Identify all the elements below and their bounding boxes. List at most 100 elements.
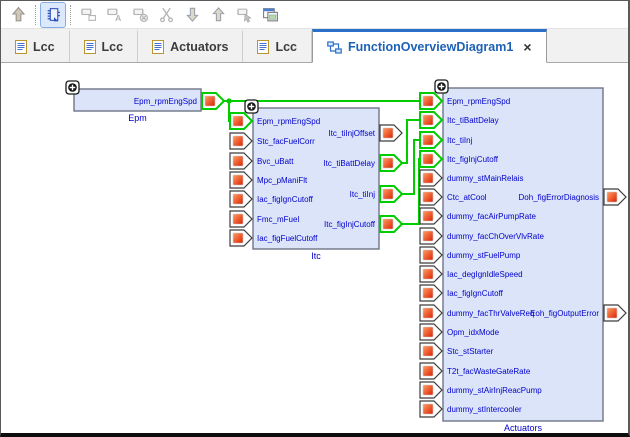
input-label: Mpc_pManiFlt bbox=[257, 176, 308, 185]
tab-lcc-0[interactable]: Lcc bbox=[1, 29, 70, 62]
document-icon bbox=[152, 40, 165, 54]
output-label: Itc_figInjCutoff bbox=[324, 220, 376, 229]
wire-junction bbox=[226, 98, 232, 104]
tab-actuators-2[interactable]: Actuators bbox=[138, 29, 244, 62]
output-label: Itc_tiInjOffset bbox=[328, 129, 375, 138]
output-label: Itc_tiInj bbox=[350, 190, 376, 199]
port-square bbox=[232, 232, 244, 244]
port-square bbox=[422, 345, 434, 357]
output-label: Epm_rpmEngSpd bbox=[134, 97, 197, 106]
port-square bbox=[606, 307, 618, 319]
port-square bbox=[422, 153, 434, 165]
cut-icon bbox=[154, 3, 178, 27]
document-icon bbox=[83, 40, 96, 54]
output-label: Doh_figErrorDiagnosis bbox=[519, 193, 599, 202]
input-label: Opm_idxMode bbox=[447, 328, 500, 337]
input-label: Iac_figFuelCutoff bbox=[257, 234, 318, 243]
toolbar: A bbox=[1, 1, 628, 29]
tab-functionoverviewdiagram1-4[interactable]: FunctionOverviewDiagram1 × bbox=[311, 29, 547, 63]
tab-label: Lcc bbox=[101, 40, 124, 54]
input-label: Epm_rpmEngSpd bbox=[447, 97, 510, 106]
tab-lcc-1[interactable]: Lcc bbox=[69, 29, 139, 62]
block-caption-itc: Itc bbox=[311, 251, 321, 261]
goto-block-icon bbox=[232, 3, 256, 27]
input-label: T2t_facWasteGateRate bbox=[447, 367, 531, 376]
input-label: Itc_figInjCutoff bbox=[447, 155, 499, 164]
port-square bbox=[232, 213, 244, 225]
input-label: Bvc_uBatt bbox=[257, 157, 294, 166]
port-square bbox=[232, 115, 244, 127]
document-icon bbox=[15, 40, 27, 54]
input-label: Itc_tiInj bbox=[447, 136, 473, 145]
toolbar-separator bbox=[35, 4, 36, 25]
tab-label: Actuators bbox=[170, 40, 229, 54]
input-label: dummy_stAirInjReacPump bbox=[447, 386, 542, 395]
port-square bbox=[422, 268, 434, 280]
port-square bbox=[382, 188, 394, 200]
port-square bbox=[204, 95, 216, 107]
input-label: dummy_facChOverVlvRate bbox=[447, 232, 544, 241]
input-label: Itc_tiBattDelay bbox=[447, 116, 499, 125]
actuators-expand-button[interactable] bbox=[434, 79, 449, 94]
input-label: Stc_stStarter bbox=[447, 347, 494, 356]
delete-block-icon bbox=[128, 3, 152, 27]
open-window-icon[interactable] bbox=[258, 3, 282, 27]
port-square bbox=[422, 287, 434, 299]
svg-text:A: A bbox=[115, 13, 121, 23]
input-label: dummy_stIntercooler bbox=[447, 405, 522, 414]
input-label: dummy_facThrValveReq bbox=[447, 309, 534, 318]
tab-lcc-3[interactable]: Lcc bbox=[243, 29, 312, 62]
wire-itc-tibattdelay[interactable] bbox=[402, 119, 420, 164]
tab-label: Lcc bbox=[33, 40, 55, 54]
block-actuators[interactable] bbox=[442, 87, 604, 422]
port-square bbox=[422, 134, 434, 146]
move-up-icon[interactable] bbox=[206, 3, 230, 27]
epm-expand-button[interactable] bbox=[65, 80, 80, 95]
output-label: Itc_tiBattDelay bbox=[323, 159, 375, 168]
port-square bbox=[422, 230, 434, 242]
port-square bbox=[422, 403, 434, 415]
tab-close-icon[interactable]: × bbox=[523, 39, 532, 55]
input-label: Epm_rpmEngSpd bbox=[257, 117, 320, 126]
input-label: Iac_degIgnIdleSpeed bbox=[447, 270, 523, 279]
input-label: Iac_figIgnCutoff bbox=[447, 289, 504, 298]
port-square bbox=[422, 249, 434, 261]
port-square bbox=[382, 218, 394, 230]
input-label: Fmc_mFuel bbox=[257, 215, 299, 224]
port-square bbox=[232, 135, 244, 147]
port-square bbox=[422, 210, 434, 222]
port-square bbox=[606, 191, 618, 203]
input-label: dummy_stFuelPump bbox=[447, 251, 521, 260]
port-square bbox=[422, 326, 434, 338]
toolbar-separator bbox=[70, 4, 71, 25]
output-label: Eoh_figOutputError bbox=[530, 309, 599, 318]
block-caption-epm: Epm bbox=[128, 113, 147, 123]
navigate-up-icon[interactable] bbox=[6, 3, 30, 27]
port-square bbox=[422, 172, 434, 184]
diagram-icon bbox=[327, 40, 342, 54]
rename-block-icon: A bbox=[102, 3, 126, 27]
port-square bbox=[422, 95, 434, 107]
input-label: Ctc_atCool bbox=[447, 193, 487, 202]
block-itc[interactable] bbox=[252, 107, 380, 250]
add-block-icon bbox=[76, 3, 100, 27]
input-label: Stc_facFuelCorr bbox=[257, 137, 315, 146]
input-label: dummy_stMainRelais bbox=[447, 174, 523, 183]
document-icon bbox=[257, 40, 270, 54]
port-square bbox=[232, 174, 244, 186]
input-label: dummy_facAirPumpRate bbox=[447, 212, 536, 221]
port-square bbox=[422, 191, 434, 203]
move-down-icon[interactable] bbox=[180, 3, 204, 27]
block-caption-actuators: Actuators bbox=[504, 423, 543, 433]
itc-expand-button[interactable] bbox=[244, 99, 259, 114]
tab-label: FunctionOverviewDiagram1 bbox=[347, 40, 514, 54]
input-label: Iac_figIgnCutoff bbox=[257, 195, 314, 204]
wire-itc-figinjcutoff[interactable] bbox=[402, 158, 420, 225]
port-square bbox=[382, 127, 394, 139]
wire-itc-tiinj[interactable] bbox=[402, 139, 420, 195]
component-icon[interactable] bbox=[40, 1, 66, 28]
